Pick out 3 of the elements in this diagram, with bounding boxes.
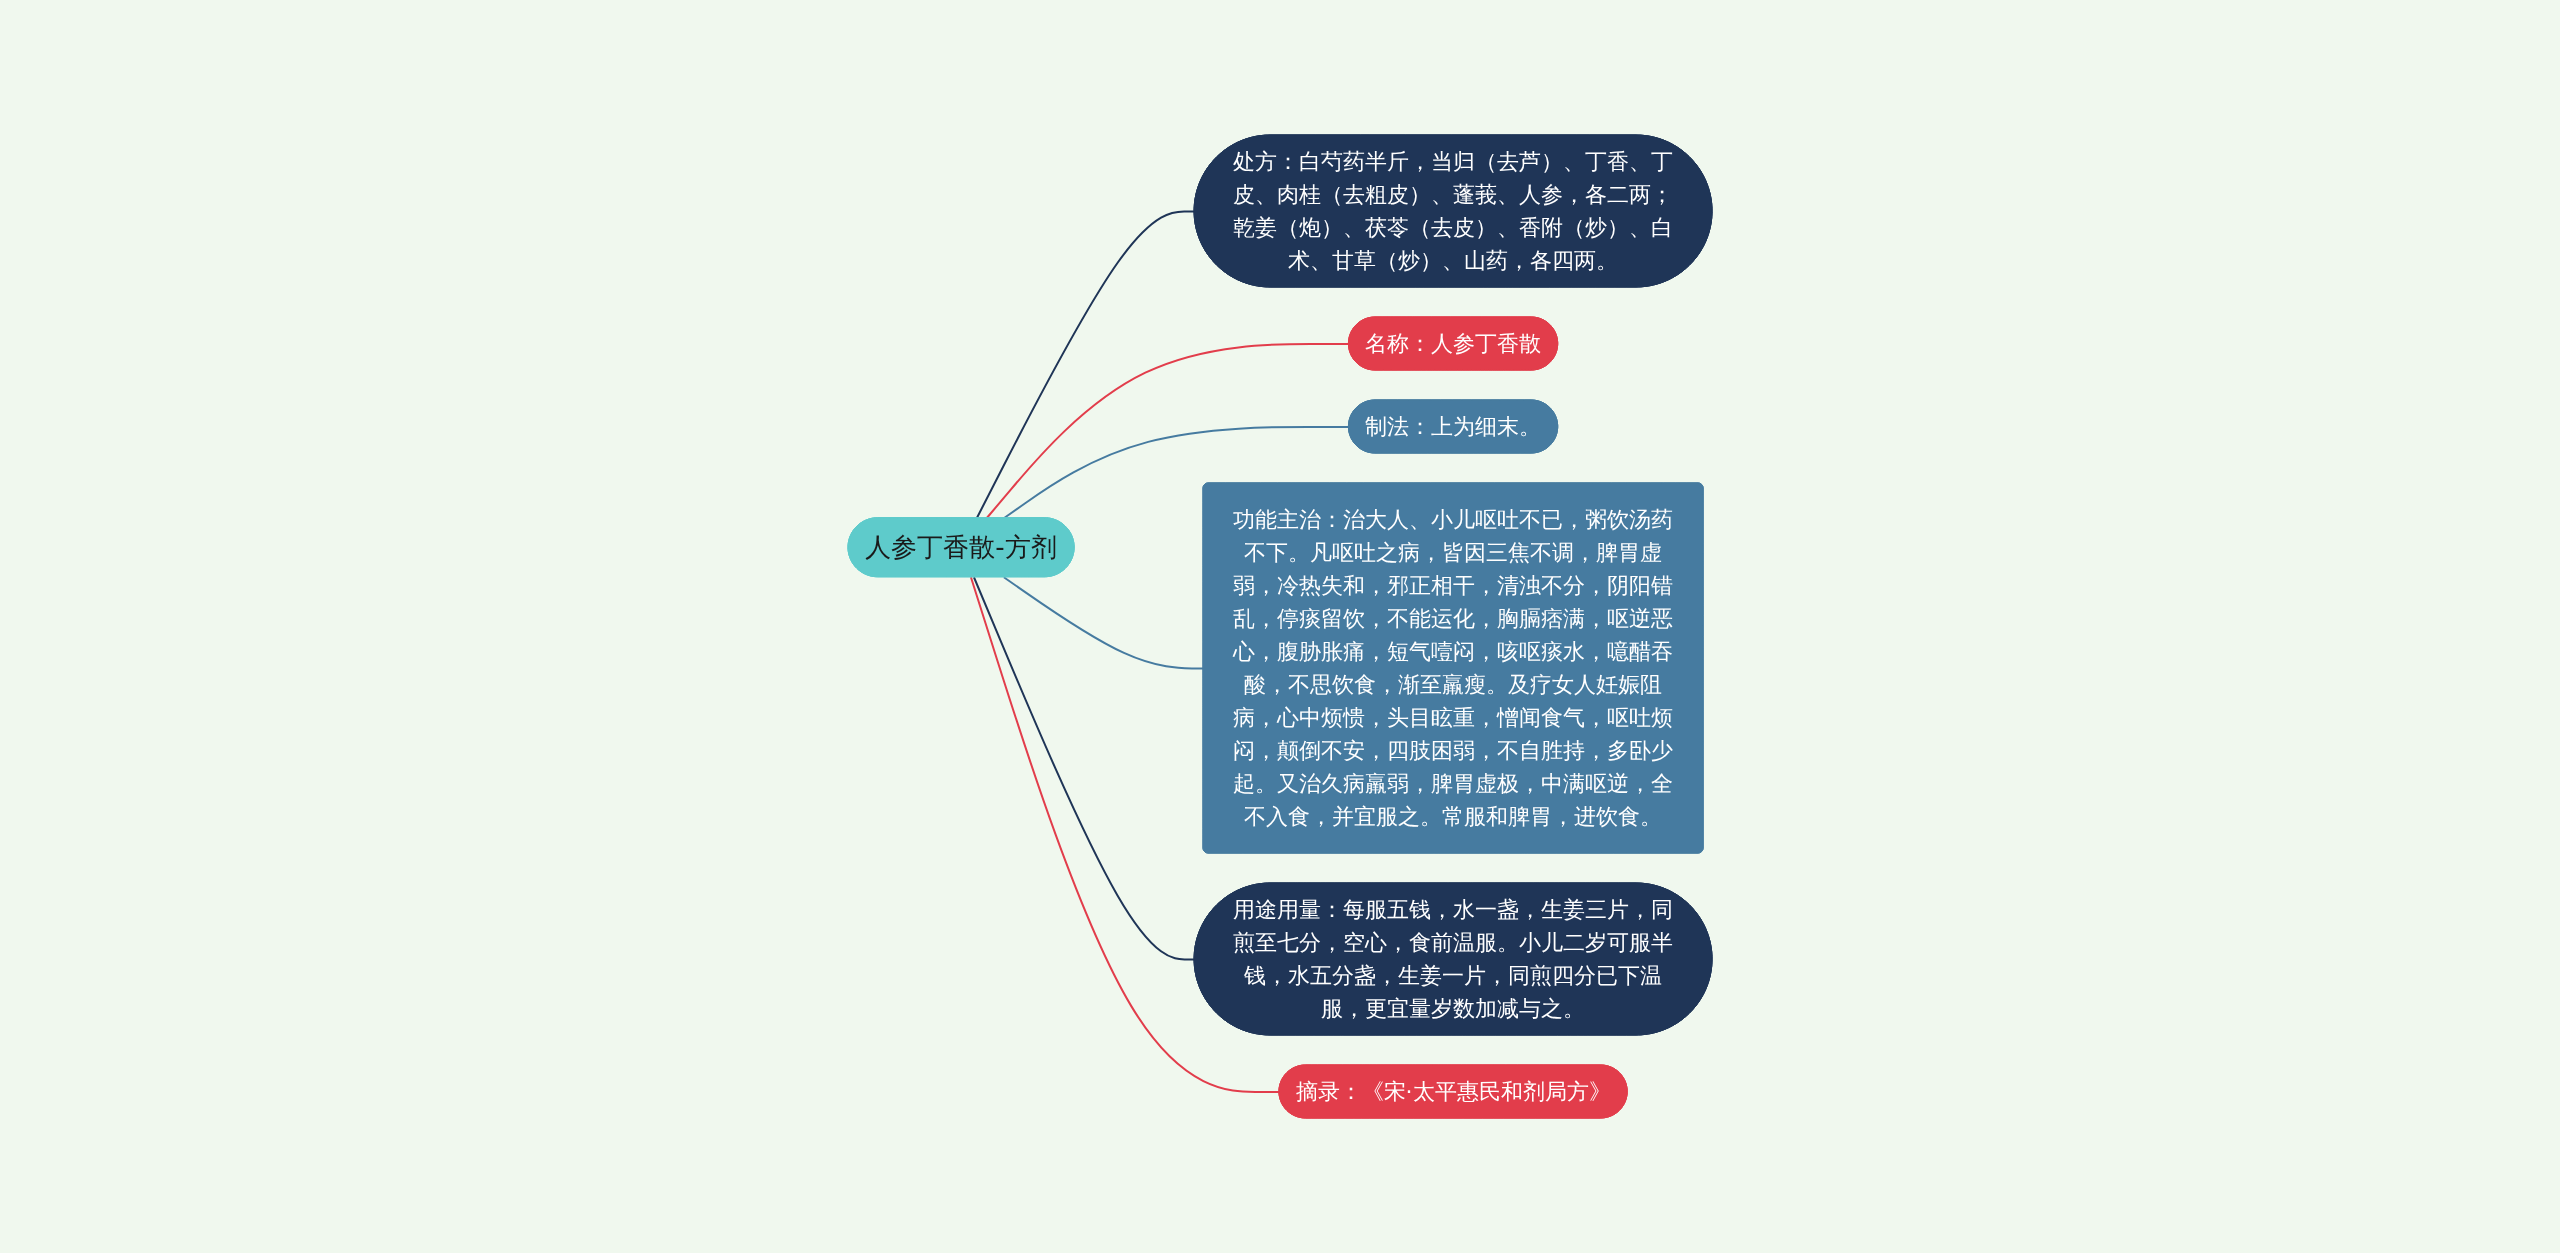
connector	[972, 576, 1196, 961]
connector	[969, 576, 1281, 1093]
connector	[1002, 576, 1205, 670]
